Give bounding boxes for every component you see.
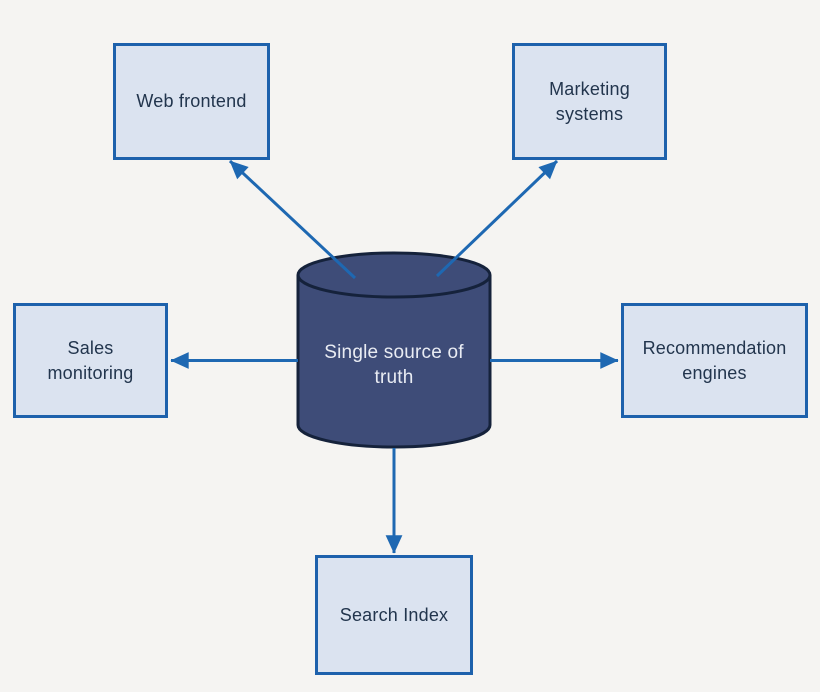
node-recommendation-engines: Recommendation engines bbox=[621, 303, 808, 418]
node-recommendation-engines-label: Recommendation engines bbox=[642, 337, 787, 383]
node-web-frontend-label: Web frontend bbox=[136, 91, 247, 111]
cylinder-top bbox=[296, 251, 492, 299]
cylinder-body bbox=[296, 275, 492, 449]
cylinder-single-source-of-truth bbox=[296, 251, 492, 449]
node-search-index-label: Search Index bbox=[339, 604, 449, 625]
node-sales-monitoring: Sales monitoring bbox=[13, 303, 168, 418]
node-marketing-systems-label: Marketing systems bbox=[549, 78, 630, 124]
arrow-to-marketing-systems bbox=[435, 159, 559, 278]
node-marketing-systems: Marketing systems bbox=[512, 43, 667, 160]
cylinder-label-container: Single source of truth bbox=[304, 305, 484, 425]
arrow-to-web-frontend bbox=[228, 159, 357, 280]
node-web-frontend: Web frontend bbox=[113, 43, 270, 160]
node-sales-monitoring-label: Sales monitoring bbox=[47, 337, 134, 383]
node-search-index: Search Index bbox=[315, 555, 473, 675]
cylinder-label: Single source of truth bbox=[324, 342, 464, 388]
